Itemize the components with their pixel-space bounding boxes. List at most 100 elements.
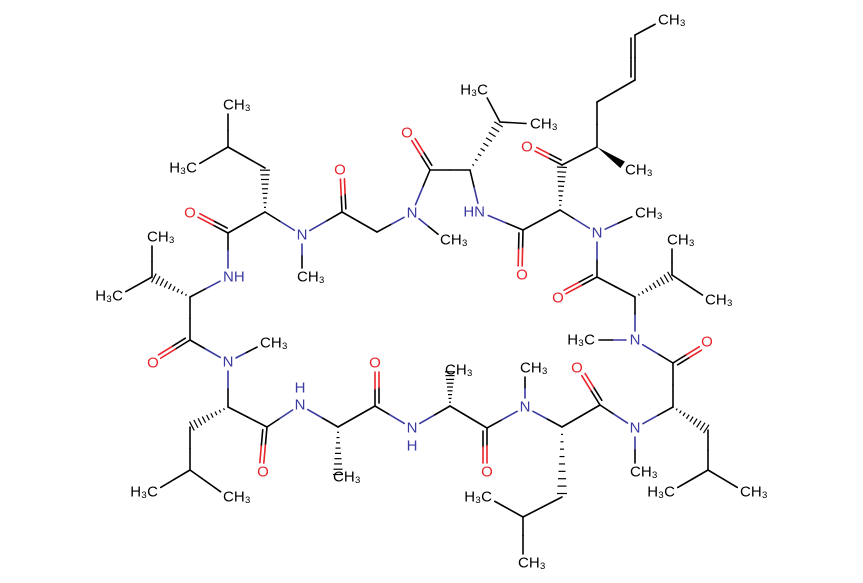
oxygen-label: O [571,360,583,377]
single-bond [657,353,674,364]
nitrogen-label: NH [223,269,245,286]
single-bond [376,223,392,233]
hashed-bond [637,293,640,296]
single-bond [245,346,258,354]
hashed-bond [206,414,210,421]
single-bond [245,156,266,169]
oxygen-label: O [516,267,528,284]
hashed-bond [491,126,500,133]
nitrogen-label: N [630,332,641,349]
methyl-label: CH₃ [630,464,658,481]
nitrogen-label: N [407,205,418,222]
hashed-bond [189,421,195,431]
single-bond [189,469,207,482]
single-bond [541,496,563,508]
methyl-label: CH₃ [705,292,733,309]
oxygen-label: O [147,355,159,372]
single-bond [467,416,488,429]
hashed-bond [474,158,478,162]
single-bond [504,221,524,231]
single-bond [657,406,674,417]
single-bond [374,405,391,416]
double-bond [565,284,583,295]
hashed-bond [480,147,486,152]
single-bond [707,469,724,480]
single-bond [469,169,475,188]
hashed-bond [155,275,161,285]
single-bond [561,415,582,428]
double-bond [685,345,701,356]
single-bond [617,215,633,224]
single-bond [266,417,281,428]
single-bond [337,415,358,428]
hashed-bond [482,142,489,147]
double-bond [157,345,173,356]
single-bond [615,79,636,92]
single-bond [278,409,294,420]
nitrogen-label: N [520,399,531,416]
methyl-label: CH₃ [740,484,768,501]
double-bond [344,193,347,210]
single-bond [125,283,140,293]
single-bond [418,217,430,228]
hashed-bond [163,280,169,288]
methyl-label: H₃C [95,288,123,305]
double-bond [676,356,691,366]
double-bond [563,281,580,292]
single-bond [358,221,378,233]
single-bond [578,146,598,157]
single-bond [389,216,405,226]
single-bond [596,90,617,103]
single-bond [492,109,501,123]
hashed-bond [699,422,706,431]
nitrogen-label: N [223,354,234,371]
hashed-bond [667,271,674,281]
oxygen-label: O [257,464,269,481]
methyl-label: CH₃ [520,360,548,377]
methyl-label: CH₃ [223,97,251,114]
single-bond [494,500,510,510]
oxygen-label: O [481,464,493,481]
single-bond [508,508,524,518]
single-bond [641,343,659,355]
hashed-bond [472,163,475,166]
hashed-bond [659,276,665,285]
hashed-bond [477,153,482,157]
hashed-bond [210,412,214,418]
single-bond [434,405,451,416]
double-bond [264,426,268,446]
hashed-bond [184,293,187,297]
single-bond [546,418,563,428]
single-bond [245,211,266,224]
double-bond [339,178,343,197]
double-bond [414,137,425,153]
single-bond [501,410,518,421]
hydrogen-label: H [295,380,306,397]
double-bond [410,139,422,157]
single-bond [235,351,248,359]
single-bond [355,405,376,418]
single-bond [388,413,406,425]
double-bond [340,194,343,213]
methyl-label: CH₃ [625,162,653,179]
methyl-label: CH₃ [297,269,325,286]
single-bond [204,480,222,493]
single-bond [325,211,343,223]
hashed-bond [168,283,172,290]
hashed-bond [197,417,203,426]
double-bond [197,216,214,226]
single-bond [449,405,470,418]
hydrogen-label: H [407,438,418,455]
nitrogen-label: N [297,227,308,244]
single-bond [427,225,439,236]
single-bond [559,209,576,220]
double-bond [212,220,229,229]
single-bond [138,276,153,286]
single-bond [596,276,617,288]
double-bond [343,177,346,195]
hashed-bond [485,137,493,142]
single-bond [671,274,689,286]
hashed-bond [641,290,645,294]
hashed-bond [159,278,165,287]
single-bond [278,220,296,232]
